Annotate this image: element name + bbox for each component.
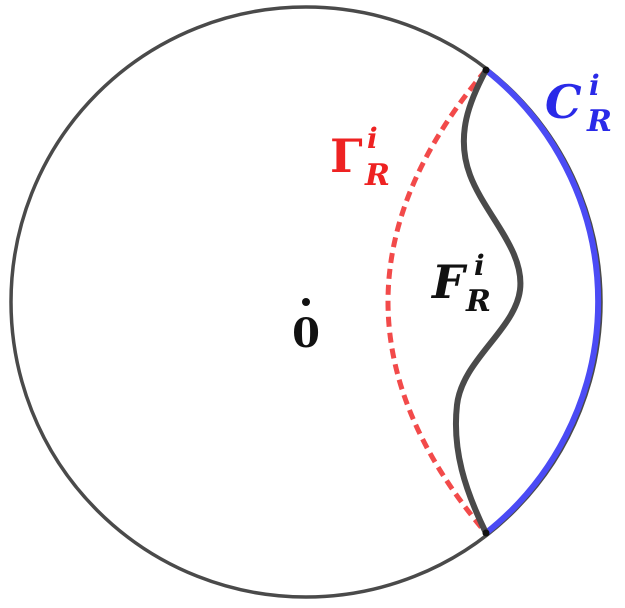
- label-f-sub: R: [465, 284, 491, 319]
- label-c-base: C: [545, 75, 582, 129]
- label-gamma: Γ i R: [330, 122, 390, 193]
- dashed-arc-gamma: [385, 68, 488, 535]
- wavy-curve-f: [452, 67, 524, 536]
- label-gamma-base: Γ: [330, 129, 363, 183]
- label-c: C i R: [545, 69, 612, 139]
- label-f-base: F: [430, 255, 468, 309]
- label-c-sup: i: [589, 69, 600, 102]
- endpoint-top: [482, 66, 490, 74]
- label-gamma-sub: R: [364, 158, 390, 193]
- origin-dot: [302, 298, 310, 306]
- origin-label: 0: [292, 310, 320, 357]
- label-gamma-sup: i: [367, 122, 378, 155]
- boundary-arc-c: [484, 67, 602, 536]
- endpoint-bottom: [482, 529, 490, 537]
- label-f: F i R: [430, 249, 491, 319]
- label-c-sub: R: [586, 104, 612, 139]
- label-f-sup: i: [474, 249, 485, 282]
